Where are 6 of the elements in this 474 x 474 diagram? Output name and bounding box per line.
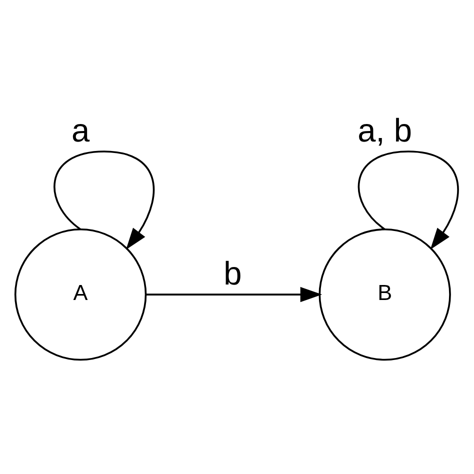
arrow bbox=[54, 150, 154, 250]
edge-label: a bbox=[71, 110, 90, 148]
arrow bbox=[358, 150, 459, 250]
edge-label: b bbox=[224, 254, 242, 291]
arrow bbox=[146, 286, 322, 302]
edge-label: a, b bbox=[358, 110, 412, 148]
